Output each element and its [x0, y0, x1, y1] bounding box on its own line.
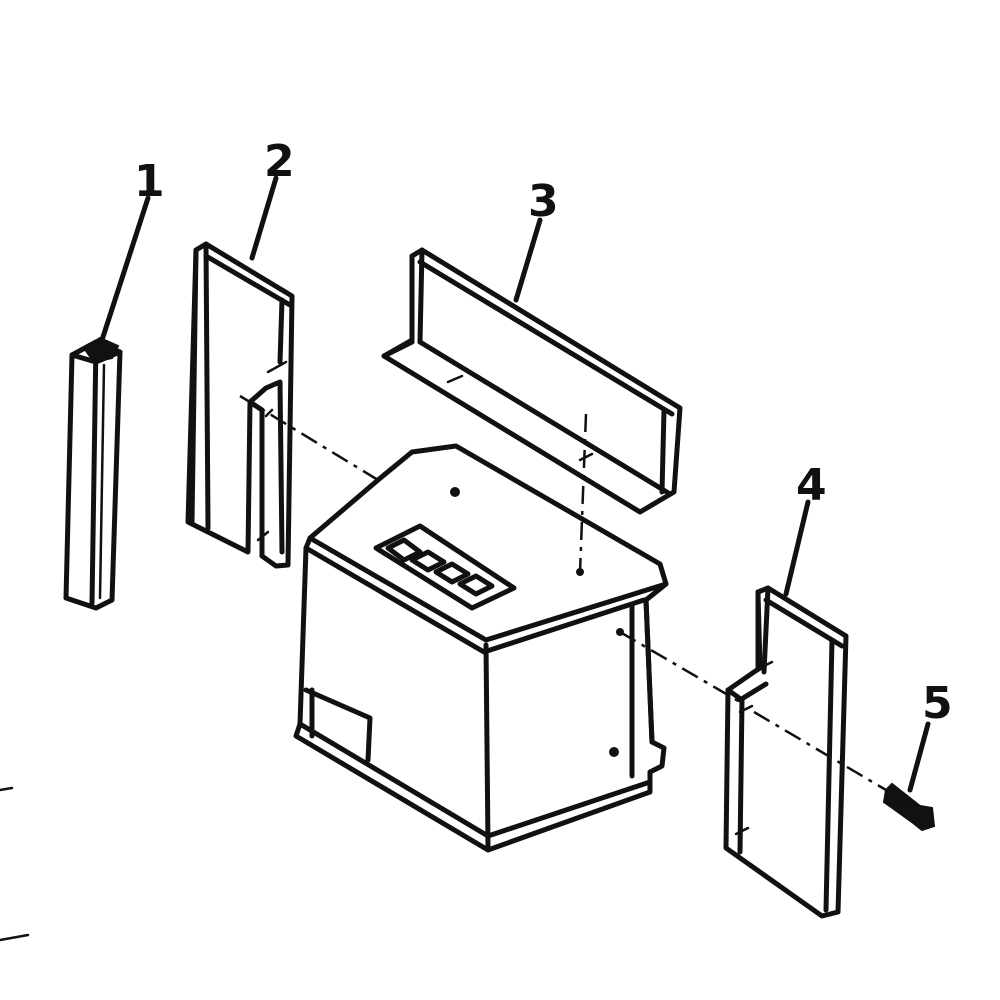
- callout-1: 1: [134, 156, 165, 207]
- leader-line-1: [99, 195, 151, 343]
- margin-mark: [0, 786, 14, 792]
- leader-line-2: [249, 175, 279, 261]
- top-fastener-point: [576, 568, 584, 576]
- main-housing-box: [293, 443, 669, 853]
- callout-3: 3: [528, 176, 559, 227]
- leader-line-5: [907, 721, 931, 793]
- part-3-top-bracket: [381, 247, 683, 515]
- part-1-post: [63, 336, 123, 611]
- callout-5: 5: [922, 678, 953, 729]
- margin-mark: [0, 933, 30, 942]
- callout-4: 4: [796, 460, 827, 511]
- assembly-line-left: [239, 394, 379, 482]
- part-2-left-bracket: [185, 241, 295, 569]
- assembly-line-screw: [753, 710, 887, 792]
- part-5-screw: [882, 782, 936, 832]
- leader-line-3: [513, 217, 543, 303]
- assembly-line-right: [619, 630, 741, 704]
- part-4-right-bracket: [723, 585, 849, 919]
- leader-line-4: [783, 499, 811, 597]
- assembly-line-top: [578, 413, 588, 573]
- callout-2: 2: [264, 136, 295, 187]
